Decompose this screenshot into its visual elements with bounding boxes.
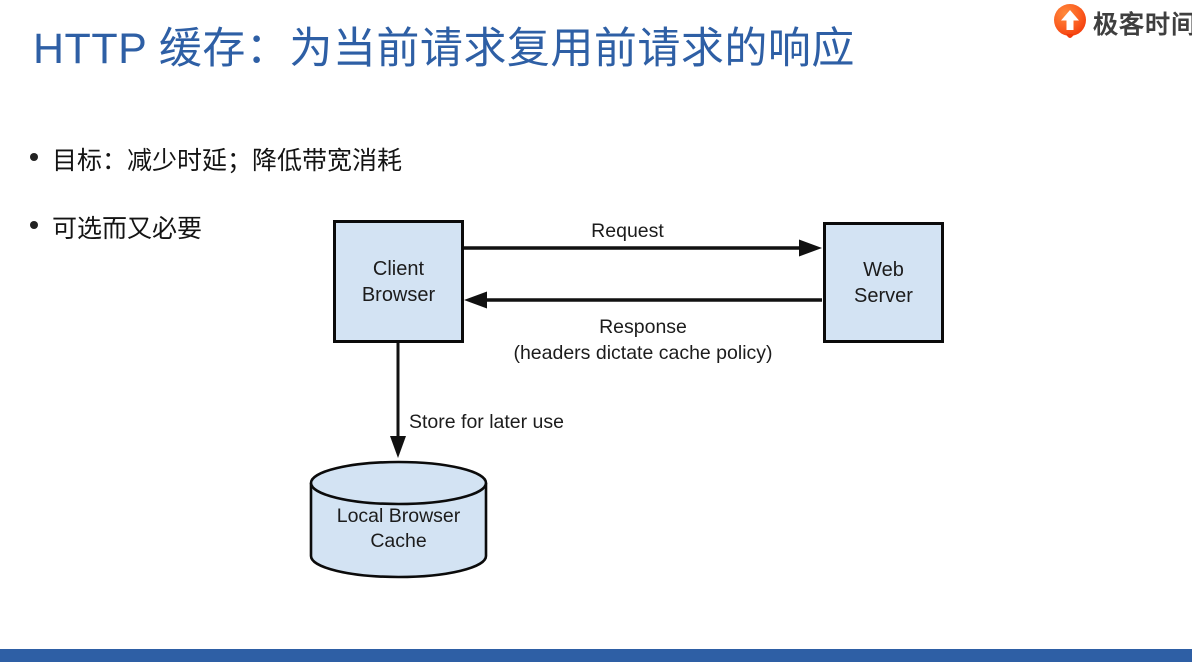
cache-label-line1: Local Browser — [336, 505, 461, 527]
client-browser-node: Client Browser — [333, 220, 464, 343]
cache-cylinder-body — [309, 483, 488, 579]
bullet-item-optional: 可选而又必要 — [30, 209, 202, 245]
footer-bar — [0, 649, 1192, 662]
page-title: HTTP 缓存：为当前请求复用前请求的响应 — [33, 25, 855, 73]
request-arrowhead — [799, 239, 822, 257]
store-arrow-label: Store for later use — [409, 411, 564, 433]
client-label-line2: Browser — [361, 283, 436, 306]
client-label-line1: Client — [372, 257, 425, 280]
request-arrow-label: Request — [591, 220, 664, 242]
cache-cylinder-label: Local Browser Cache — [308, 504, 489, 554]
cache-cylinder-top — [309, 460, 488, 506]
logo-arrow-glyph — [1061, 10, 1079, 30]
cache-label-line2: Cache — [370, 530, 427, 552]
response-note-label: (headers dictate cache policy) — [513, 342, 773, 364]
geektime-logo: 极客时间 — [1052, 3, 1192, 43]
geektime-logo-text: 极客时间 — [1093, 11, 1192, 39]
bullet-text-goal: 目标：减少时延；降低带宽消耗 — [52, 147, 403, 175]
server-label-line2: Server — [854, 284, 913, 307]
store-arrowhead — [390, 436, 406, 458]
logo-pin-tail — [1066, 34, 1074, 38]
server-label-line1: Web — [863, 258, 904, 281]
bullet-dot — [30, 153, 38, 161]
bullet-dot — [30, 221, 38, 229]
bullet-item-goal: 目标：减少时延；降低带宽消耗 — [30, 141, 402, 177]
geektime-logo-icon — [1054, 4, 1086, 38]
cache-cylinder — [309, 460, 488, 579]
bullet-text-optional: 可选而又必要 — [52, 215, 203, 243]
web-server-node: Web Server — [823, 222, 944, 343]
response-arrowhead — [464, 291, 487, 309]
response-arrow-label: Response — [599, 316, 687, 338]
